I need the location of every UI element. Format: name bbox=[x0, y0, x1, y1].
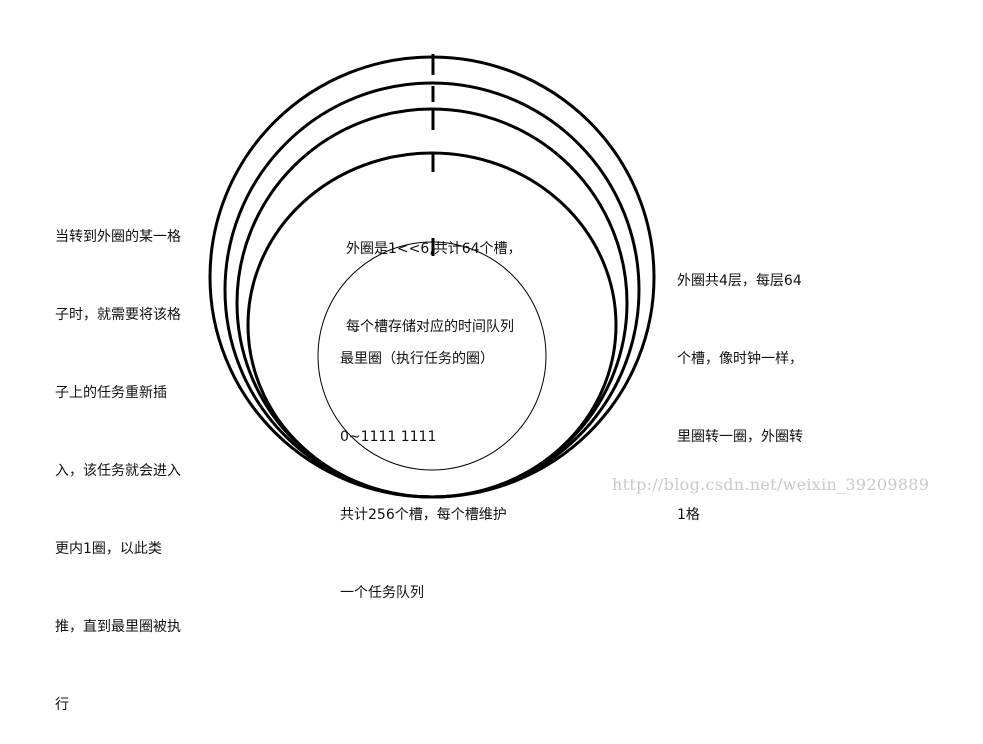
right-note-line: 个槽，像时钟一样， bbox=[677, 351, 803, 367]
left-note-line: 当转到外圈的某一格 bbox=[55, 229, 181, 245]
left-note-line: 入，该任务就会进入 bbox=[55, 463, 181, 479]
outer-ring-label-line: 每个槽存储对应的时间队列 bbox=[346, 319, 514, 335]
inner-ring-label: 最里圈（执行任务的圈） 0~1111 1111 共计256个槽，每个槽维护 一个… bbox=[340, 294, 507, 632]
inner-ring-label-line: 0~1111 1111 bbox=[340, 429, 437, 445]
right-note-line: 外圈共4层，每层64 bbox=[677, 273, 802, 289]
left-note: 当转到外圈的某一格 子时，就需要将该格 子上的任务重新插 入，该任务就会进入 更… bbox=[55, 172, 181, 744]
right-note-line: 1格 bbox=[677, 507, 700, 523]
inner-ring-label-line: 共计256个槽，每个槽维护 bbox=[340, 507, 507, 523]
timing-wheel-diagram bbox=[208, 54, 656, 499]
inner-ring-label-line: 最里圈（执行任务的圈） bbox=[340, 351, 494, 367]
left-note-line: 行 bbox=[55, 697, 69, 713]
right-note: 外圈共4层，每层64 个槽，像时钟一样， 里圈转一圈，外圈转 1格 bbox=[677, 216, 803, 554]
inner-ring-label-line: 一个任务队列 bbox=[340, 585, 424, 601]
watermark: http://blog.csdn.net/weixin_39209889 bbox=[612, 475, 930, 494]
left-note-line: 更内1圈，以此类 bbox=[55, 541, 162, 557]
left-note-line: 推，直到最里圈被执 bbox=[55, 619, 181, 635]
outer-ring-label: 外圈是1<<6,共计64个槽， 每个槽存储对应的时间队列 bbox=[346, 184, 522, 366]
outer-ring-label-line: 外圈是1<<6,共计64个槽， bbox=[346, 241, 522, 257]
left-note-line: 子时，就需要将该格 bbox=[55, 307, 181, 323]
left-note-line: 子上的任务重新插 bbox=[55, 385, 167, 401]
right-note-line: 里圈转一圈，外圈转 bbox=[677, 429, 803, 445]
